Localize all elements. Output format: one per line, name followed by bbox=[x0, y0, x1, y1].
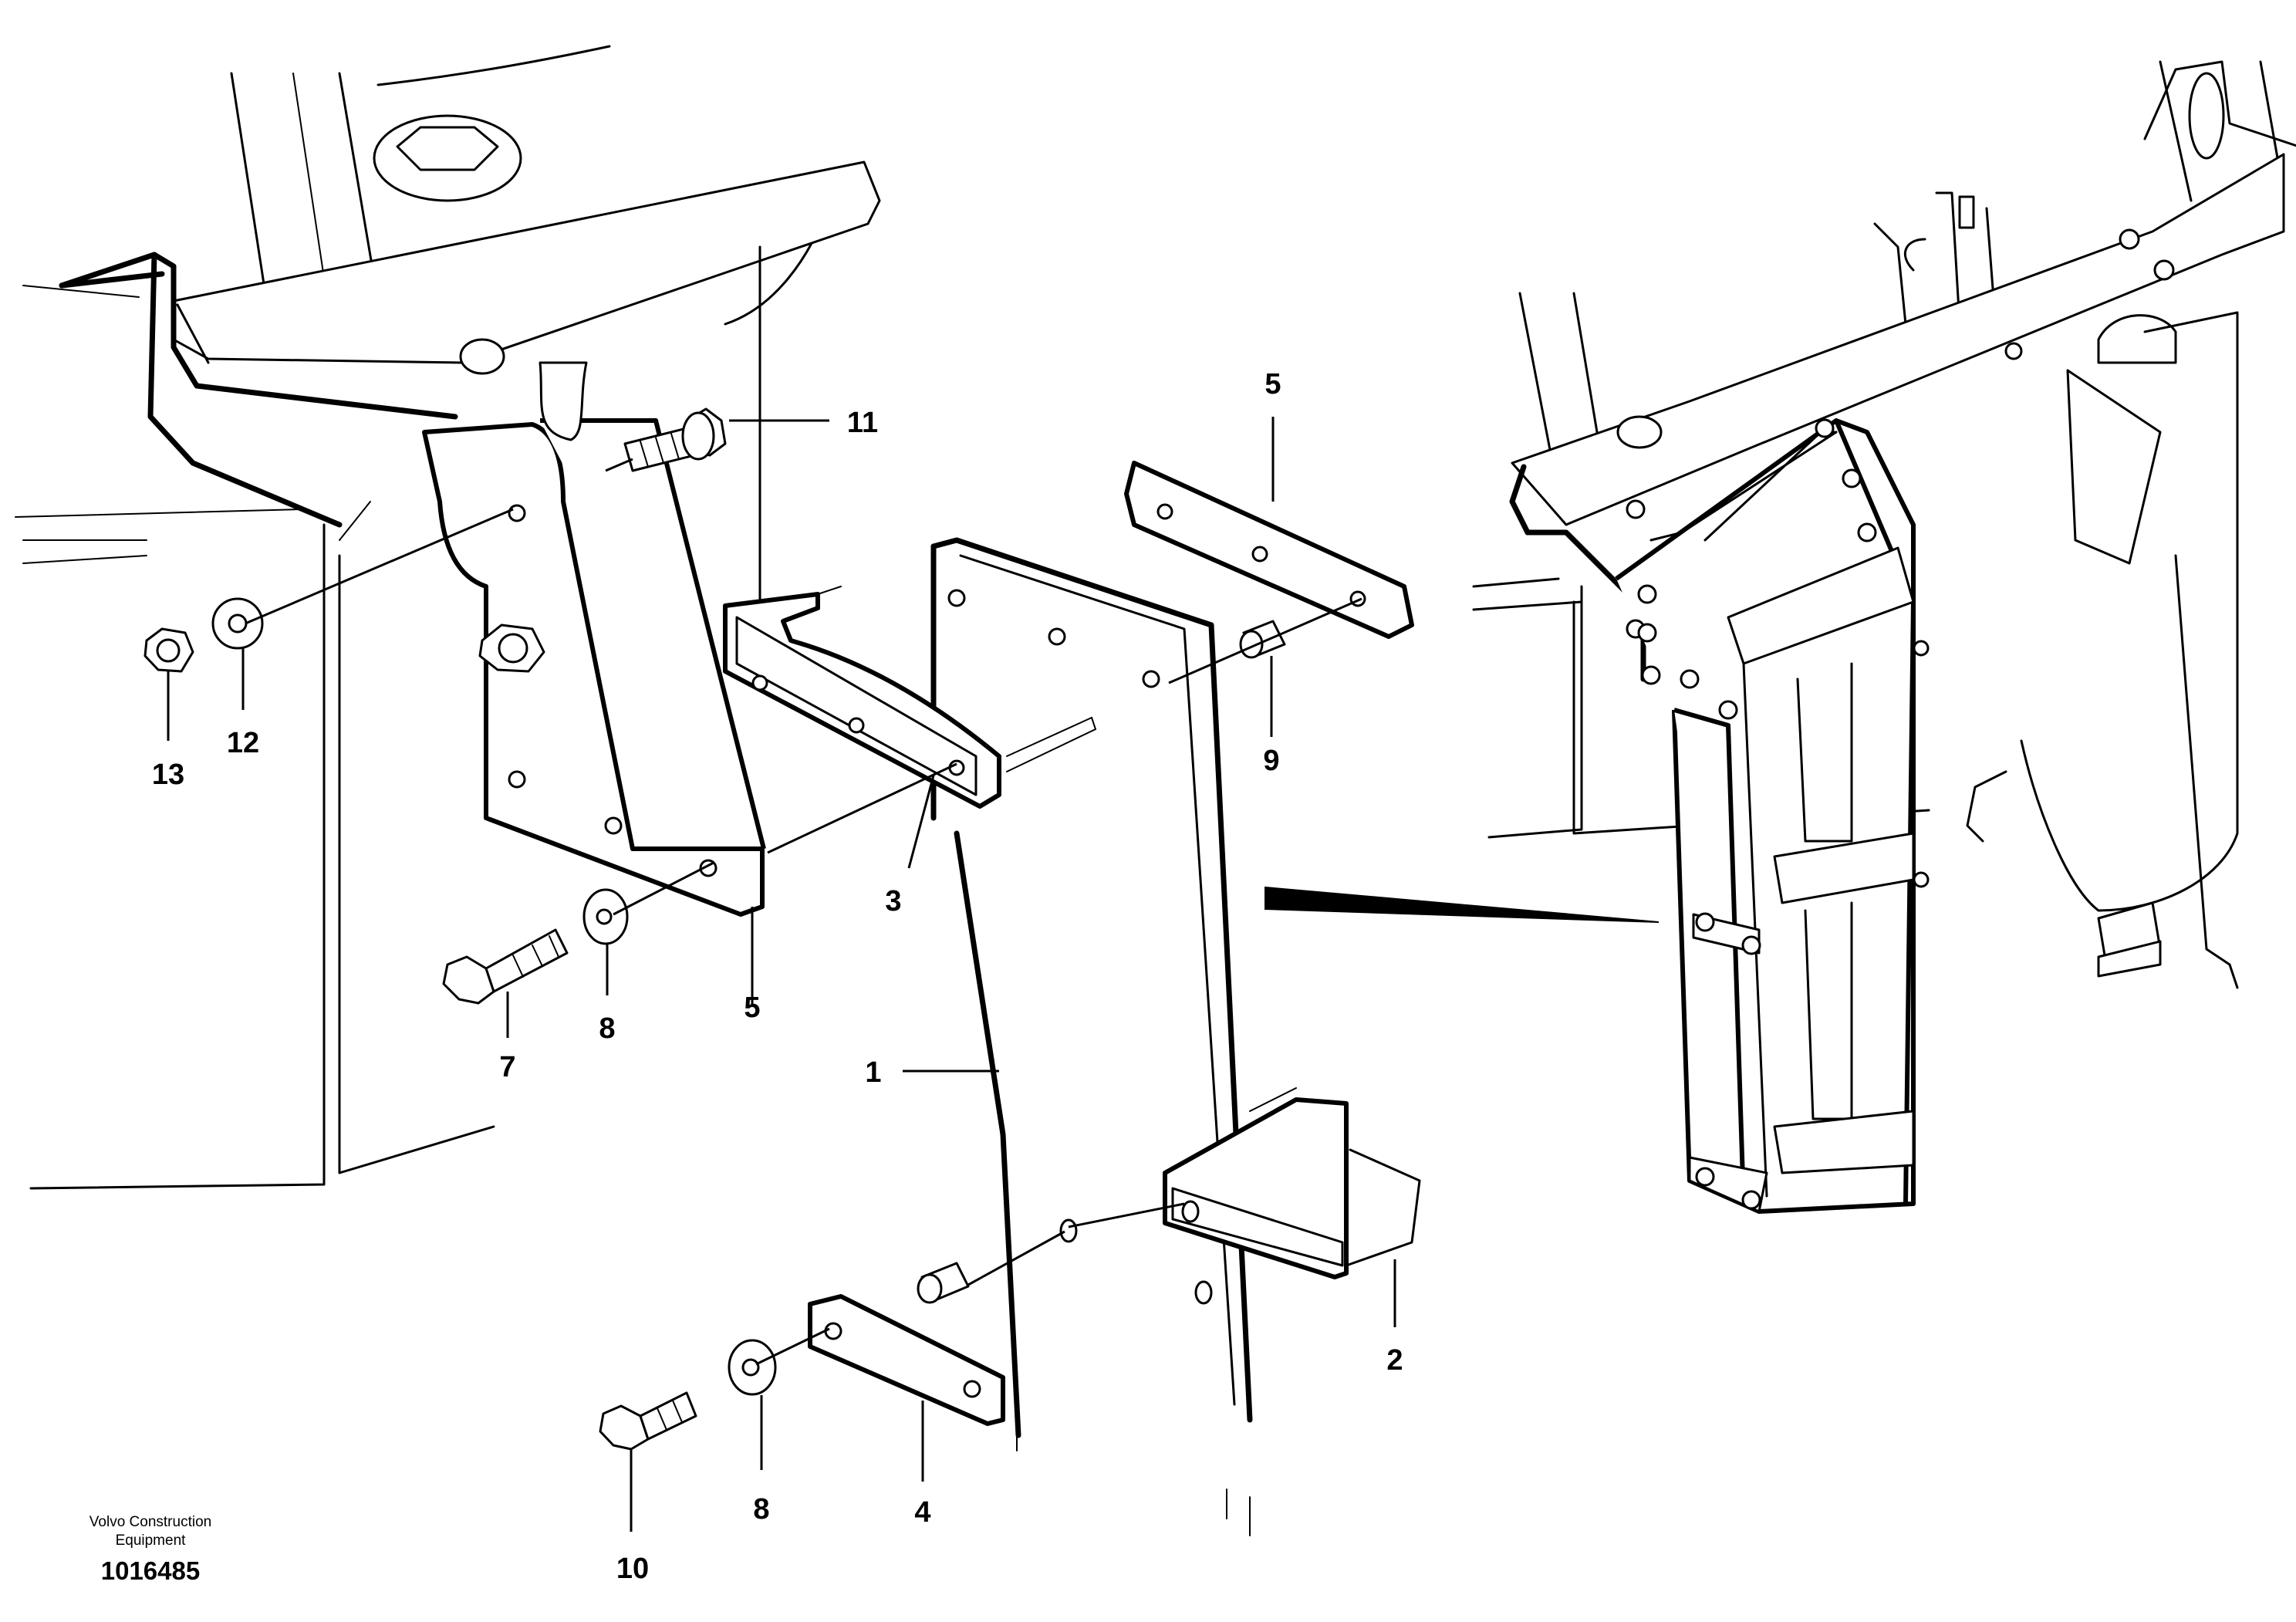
bolt-7 bbox=[442, 928, 569, 1005]
callout-6: 5 bbox=[1264, 368, 1281, 400]
step-bracket-2 bbox=[1163, 1087, 1421, 1279]
callout-leaders bbox=[167, 417, 1396, 1532]
callout-11: 11 bbox=[847, 407, 878, 439]
spacer-9-upper bbox=[1239, 620, 1286, 659]
callout-3: 3 bbox=[885, 885, 901, 917]
bolt-11 bbox=[623, 407, 727, 472]
machine-frame-left bbox=[15, 45, 881, 1190]
credit-line-2: Equipment bbox=[116, 1532, 187, 1549]
washer-8-upper bbox=[582, 888, 629, 945]
nut-13 bbox=[144, 627, 194, 673]
spacer-9-lower bbox=[917, 1262, 970, 1304]
callout-1: 1 bbox=[865, 1056, 881, 1089]
credit-line-1: Volvo Construction bbox=[89, 1514, 211, 1530]
washer-12 bbox=[211, 597, 264, 650]
callout-8-upper: 8 bbox=[599, 1012, 615, 1045]
callout-13: 13 bbox=[152, 759, 184, 791]
bolt-10 bbox=[599, 1391, 697, 1451]
callout-2: 2 bbox=[1386, 1344, 1403, 1377]
leader-lines bbox=[245, 458, 1362, 1366]
callout-7: 7 bbox=[499, 1051, 515, 1083]
document-number: 1016485 bbox=[101, 1556, 200, 1585]
credit-block: Volvo Construction Equipment 1016485 bbox=[89, 1514, 211, 1585]
clamp-plate-4 bbox=[808, 1294, 1005, 1426]
view-pointer bbox=[1264, 886, 1660, 923]
callout-5: 5 bbox=[744, 992, 760, 1024]
callout-labels: 5 11 12 13 9 3 5 8 7 1 2 4 8 10 bbox=[152, 368, 1403, 1585]
callout-8-lower: 8 bbox=[753, 1493, 769, 1526]
assembled-view bbox=[1472, 60, 2296, 1214]
clamp-plate-6 bbox=[1124, 461, 1414, 639]
callout-10: 10 bbox=[616, 1553, 649, 1585]
callout-4: 4 bbox=[914, 1496, 930, 1529]
step-bracket-3 bbox=[723, 586, 1097, 809]
callout-9: 9 bbox=[1263, 745, 1279, 777]
washer-8-lower bbox=[728, 1339, 777, 1396]
callout-12: 12 bbox=[227, 727, 259, 759]
